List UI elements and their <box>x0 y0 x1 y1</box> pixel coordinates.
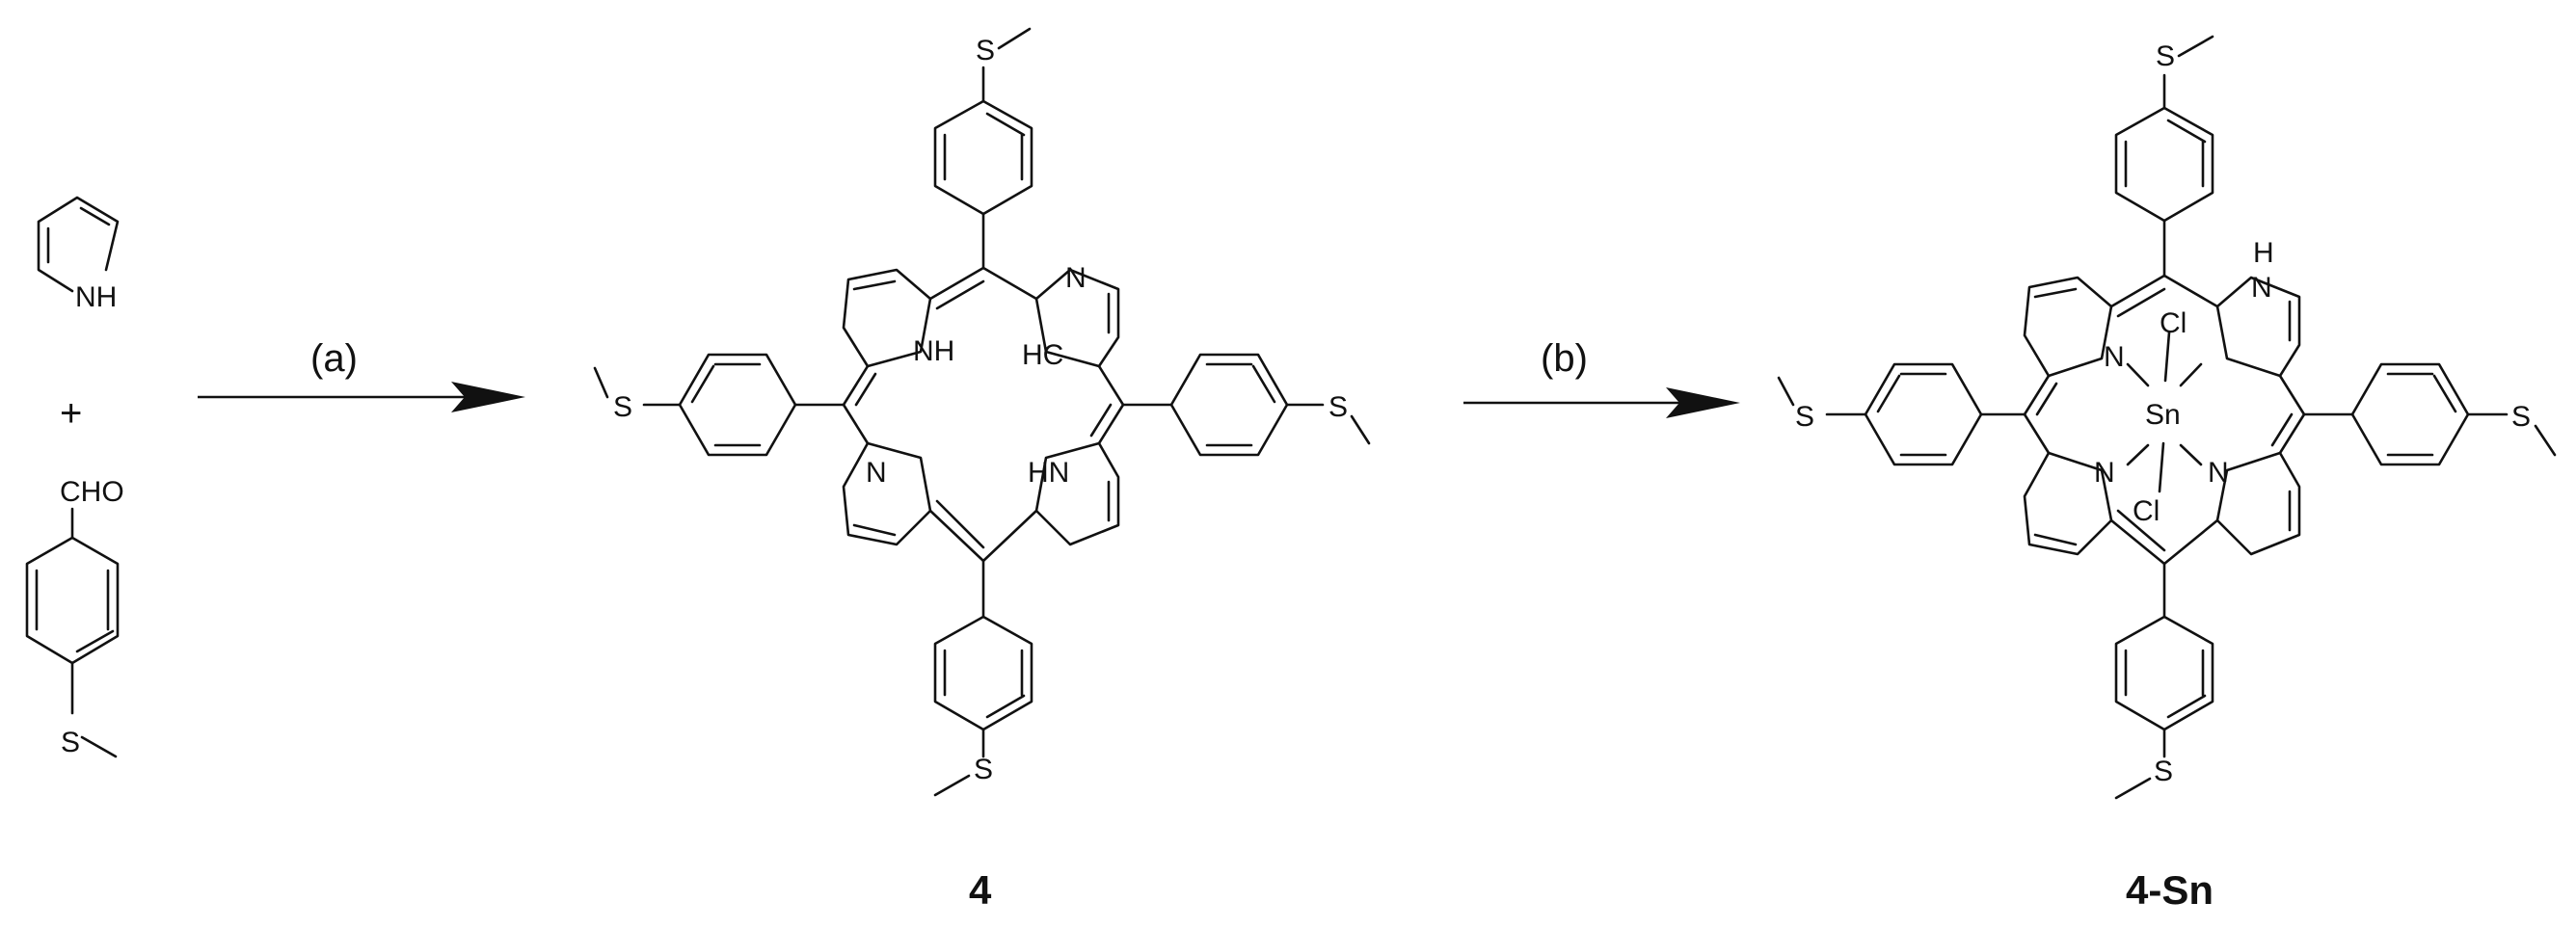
plus-sign: + <box>60 392 82 435</box>
condition-b-label: (b) <box>1541 337 1588 380</box>
aldehyde-cho-label: CHO <box>60 476 124 508</box>
sn-ring-nh-label: H <box>2253 237 2274 269</box>
condition-a-label: (a) <box>310 337 358 380</box>
sn-left-sulfur-label: S <box>1795 401 1814 433</box>
hc-atom-label: HC <box>1022 339 1063 371</box>
compound-4-label: 4 <box>969 867 992 913</box>
sn-right-sulfur-label: S <box>2511 401 2531 433</box>
compound-4-sn-label: 4-Sn <box>2126 867 2214 913</box>
bottom-sulfur-label: S <box>974 754 993 785</box>
right-sulfur-label: S <box>1328 391 1348 423</box>
sn-ring-n-top-label: N <box>2251 272 2272 304</box>
hn-atom-label: HN <box>1028 457 1069 489</box>
aldehyde-sulfur-label: S <box>61 727 80 758</box>
imine-n-top-label: N <box>1065 262 1087 294</box>
pyrrole-nh-label: NH <box>75 281 117 313</box>
left-sulfur-label: S <box>613 391 632 423</box>
pyrrole-n-bottom-right-label: N <box>2208 457 2229 489</box>
compound-4-structure: S S S S NH N HC N HN <box>593 27 1371 797</box>
aldehyde-reactant: CHO S <box>25 476 124 758</box>
chlorine-top-label: Cl <box>2160 307 2187 339</box>
pyrrole-reactant: NH <box>37 196 120 313</box>
sn-bottom-sulfur-label: S <box>2154 756 2173 787</box>
pyrrole-n-bottom-left-label: N <box>2094 457 2115 489</box>
reaction-arrow-b: (b) <box>1463 337 1740 418</box>
pyrrole-n-top-left-label: N <box>2104 341 2125 373</box>
compound-4-sn-structure: S S S S H N N N N Sn <box>1777 35 2557 800</box>
nh-atom-label: NH <box>913 335 954 367</box>
sn-top-sulfur-label: S <box>2156 40 2175 72</box>
reaction-arrow-a: (a) <box>198 337 525 412</box>
imine-n-bottom-label: N <box>866 457 887 489</box>
top-sulfur-label: S <box>976 35 995 66</box>
chlorine-bottom-label: Cl <box>2133 495 2160 527</box>
tin-atom-label: Sn <box>2145 399 2181 431</box>
